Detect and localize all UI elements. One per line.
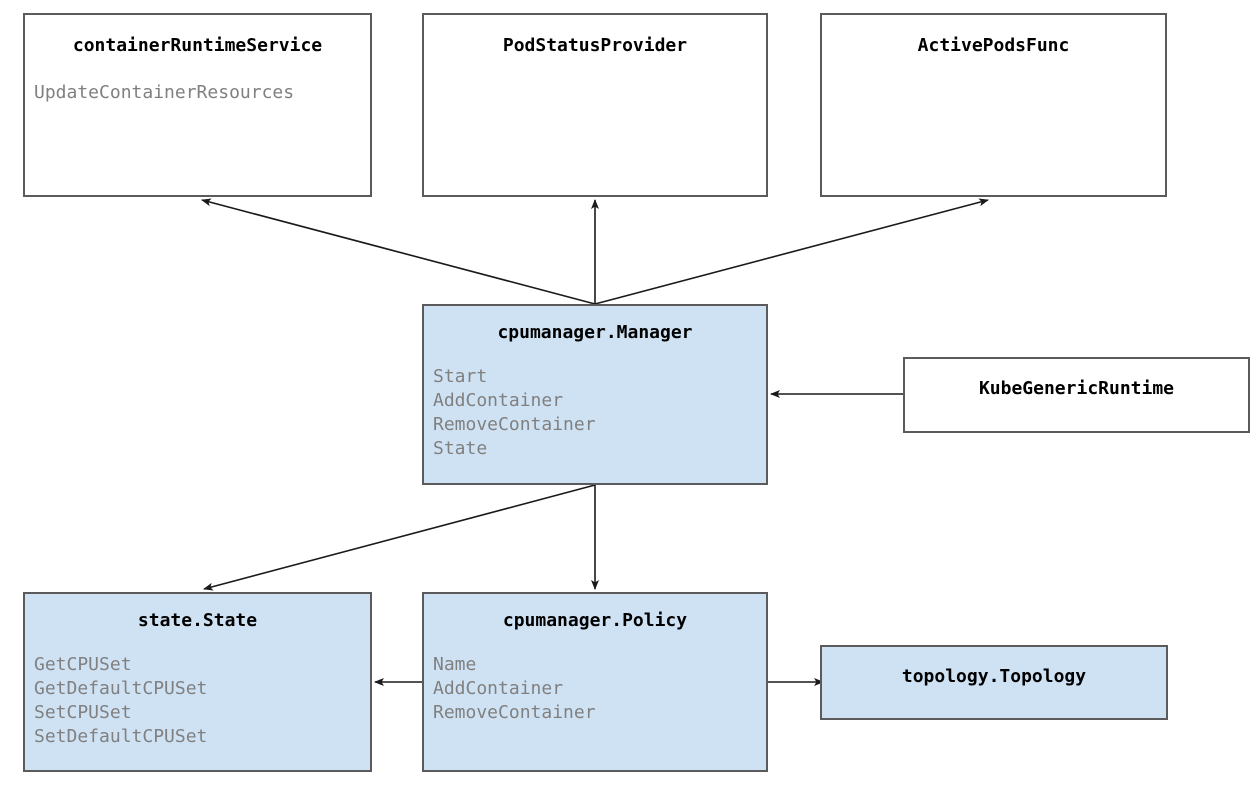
node-member: Name xyxy=(433,654,477,675)
node-member: GetDefaultCPUSet xyxy=(34,678,208,699)
node-title: topology.Topology xyxy=(901,666,1087,687)
node-member: SetCPUSet xyxy=(34,702,132,723)
node-title: state.State xyxy=(137,610,258,631)
node-topology-Topology[interactable]: topology.Topology xyxy=(820,645,1168,720)
node-ActivePodsFunc[interactable]: ActivePodsFunc xyxy=(820,13,1167,197)
node-title: cpumanager.Manager xyxy=(497,322,693,343)
edge-manager-to-stateState xyxy=(203,484,596,591)
node-title: KubeGenericRuntime xyxy=(978,378,1175,399)
node-title: ActivePodsFunc xyxy=(917,35,1070,56)
node-member: RemoveContainer xyxy=(433,414,596,435)
node-cpumanager-Manager[interactable]: cpumanager.Manager Start AddContainer Re… xyxy=(422,304,768,485)
node-member: State xyxy=(433,438,488,459)
node-cpumanager-Policy[interactable]: cpumanager.Policy Name AddContainer Remo… xyxy=(422,592,768,772)
node-member: Start xyxy=(433,366,488,387)
node-member: AddContainer xyxy=(433,678,564,699)
node-state-State[interactable]: state.State GetCPUSet GetDefaultCPUSet S… xyxy=(23,592,372,772)
node-member: UpdateContainerResources xyxy=(34,82,295,103)
node-member: RemoveContainer xyxy=(433,702,596,723)
node-member: GetCPUSet xyxy=(34,654,132,675)
node-containerRuntimeService[interactable]: containerRuntimeService UpdateContainerR… xyxy=(23,13,372,197)
edge-manager-to-activePodsFunc xyxy=(594,198,989,305)
node-title: containerRuntimeService xyxy=(72,35,323,56)
node-member: SetDefaultCPUSet xyxy=(34,726,208,747)
node-KubeGenericRuntime[interactable]: KubeGenericRuntime xyxy=(903,357,1250,433)
node-title: cpumanager.Policy xyxy=(502,610,688,631)
node-member: AddContainer xyxy=(433,390,564,411)
edge-manager-to-containerRuntimeService xyxy=(201,198,596,305)
node-PodStatusProvider[interactable]: PodStatusProvider xyxy=(422,13,768,197)
node-title: PodStatusProvider xyxy=(502,35,688,56)
